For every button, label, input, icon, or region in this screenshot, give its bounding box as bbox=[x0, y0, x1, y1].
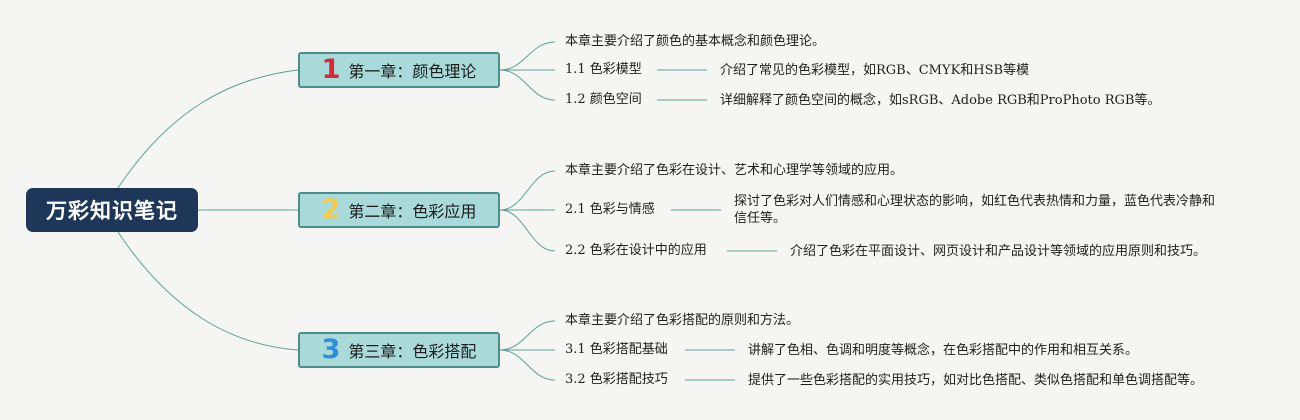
connector-ch2-s2 bbox=[499, 209, 556, 252]
root-node[interactable]: 万彩知识笔记 bbox=[26, 188, 198, 232]
chapter-title: 第二章：色彩应用 bbox=[348, 202, 477, 221]
chapter-node-1[interactable]: 1 第一章：颜色理论 bbox=[298, 52, 500, 88]
chapter-summary-3[interactable]: 本章主要介绍了色彩搭配的原则和方法。 bbox=[565, 313, 800, 328]
section-description-2-1[interactable]: 探讨了色彩对人们情感和心理状态的影响，如红色代表热情和力量，蓝色代表冷静和信任等… bbox=[734, 194, 1216, 226]
connector-ch3-s2 bbox=[499, 349, 556, 381]
section-node-1-2[interactable]: 1.2 颜色空间 bbox=[565, 92, 642, 107]
connector-ch2-summary bbox=[499, 170, 556, 211]
chapter-number-badge: 2 bbox=[321, 193, 341, 225]
root-title: 万彩知识笔记 bbox=[46, 199, 178, 223]
chapter-node-2[interactable]: 2 第二章：色彩应用 bbox=[298, 192, 500, 228]
section-description-1-2[interactable]: 详细解释了颜色空间的概念，如sRGB、Adobe RGB和ProPhoto RG… bbox=[720, 93, 1161, 108]
chapter-title: 第三章：色彩搭配 bbox=[348, 342, 477, 361]
section-node-2-1[interactable]: 2.1 色彩与情感 bbox=[565, 202, 655, 217]
section-node-1-1[interactable]: 1.1 色彩模型 bbox=[565, 62, 642, 77]
section-description-3-2[interactable]: 提供了一些色彩搭配的实用技巧，如对比色搭配、类似色搭配和单色调搭配等。 bbox=[748, 373, 1204, 388]
connector-ch3-summary bbox=[499, 320, 556, 351]
chapter-node-3[interactable]: 3 第三章：色彩搭配 bbox=[298, 332, 500, 368]
chapter-number-badge: 3 bbox=[321, 333, 341, 365]
section-description-2-2[interactable]: 介绍了色彩在平面设计、网页设计和产品设计等领域的应用原则和技巧。 bbox=[790, 244, 1207, 259]
chapter-title: 第一章：颜色理论 bbox=[348, 62, 477, 81]
section-node-2-2[interactable]: 2.2 色彩在设计中的应用 bbox=[565, 243, 707, 258]
chapter-summary-1[interactable]: 本章主要介绍了颜色的基本概念和颜色理论。 bbox=[565, 34, 826, 49]
connector-root-ch1 bbox=[117, 69, 299, 189]
section-description-1-1[interactable]: 介绍了常见的色彩模型，如RGB、CMYK和HSB等模 bbox=[720, 63, 1030, 78]
section-node-3-2[interactable]: 3.2 色彩搭配技巧 bbox=[565, 372, 668, 387]
connector-ch1-summary bbox=[499, 41, 556, 71]
chapter-summary-2[interactable]: 本章主要介绍了色彩在设计、艺术和心理学等领域的应用。 bbox=[565, 163, 904, 178]
section-node-3-1[interactable]: 3.1 色彩搭配基础 bbox=[565, 342, 668, 357]
connector-ch1-s2 bbox=[499, 69, 556, 101]
chapter-number-badge: 1 bbox=[321, 53, 341, 85]
section-description-3-1[interactable]: 讲解了色相、色调和明度等概念，在色彩搭配中的作用和相互关系。 bbox=[748, 343, 1139, 358]
connector-root-ch3 bbox=[117, 231, 299, 351]
